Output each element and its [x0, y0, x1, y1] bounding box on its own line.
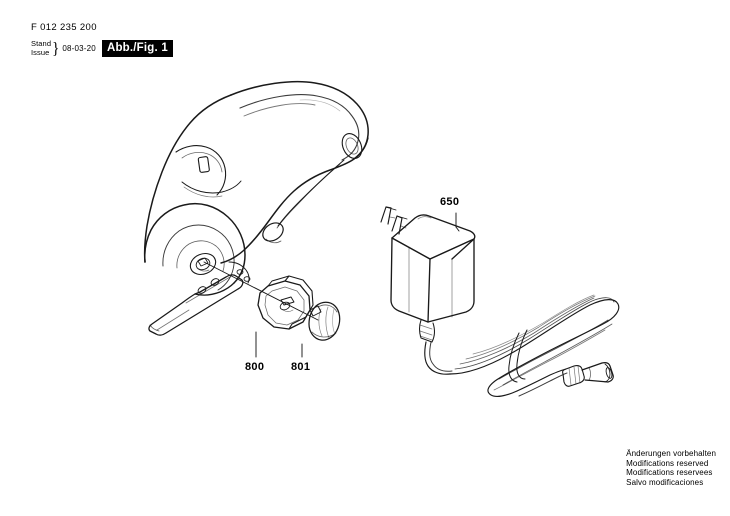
callout-leader-lines [255, 212, 460, 358]
issue-date: 08-03-20 [62, 44, 96, 53]
callout-650: 650 [440, 196, 460, 208]
barrel-connector-plug [562, 362, 614, 387]
document-footer: Änderungen vorbehalten Modifications res… [626, 449, 716, 487]
issue-label-de: Stand [31, 39, 52, 49]
brace-glyph: } [52, 39, 60, 58]
cordless-cutter-tool-body [143, 80, 369, 336]
issue-label-en: Issue [31, 47, 50, 57]
mains-power-adapter [380, 206, 476, 343]
coiled-power-cable [424, 294, 620, 397]
issue-labels: Stand Issue [31, 39, 52, 57]
callout-800: 800 [245, 361, 265, 373]
cutting-blade-disc [257, 275, 314, 330]
blade-clamp-knob [308, 301, 341, 341]
callout-801: 801 [291, 361, 311, 373]
footer-line-es: Salvo modificaciones [626, 477, 704, 487]
footer-line-fr: Modifications reservees [626, 468, 713, 478]
part-number: F 012 235 200 [31, 22, 97, 33]
issue-row: Stand Issue } 08-03-20 Abb./Fig. 1 [31, 40, 173, 57]
footer-line-en: Modifications reserved [626, 458, 709, 468]
footer-line-de: Änderungen vorbehalten [626, 449, 716, 458]
document-header: F 012 235 200 Stand Issue } 08-03-20 Abb… [31, 22, 173, 57]
figure-badge: Abb./Fig. 1 [101, 40, 173, 57]
assembly-axis-line [203, 261, 319, 321]
